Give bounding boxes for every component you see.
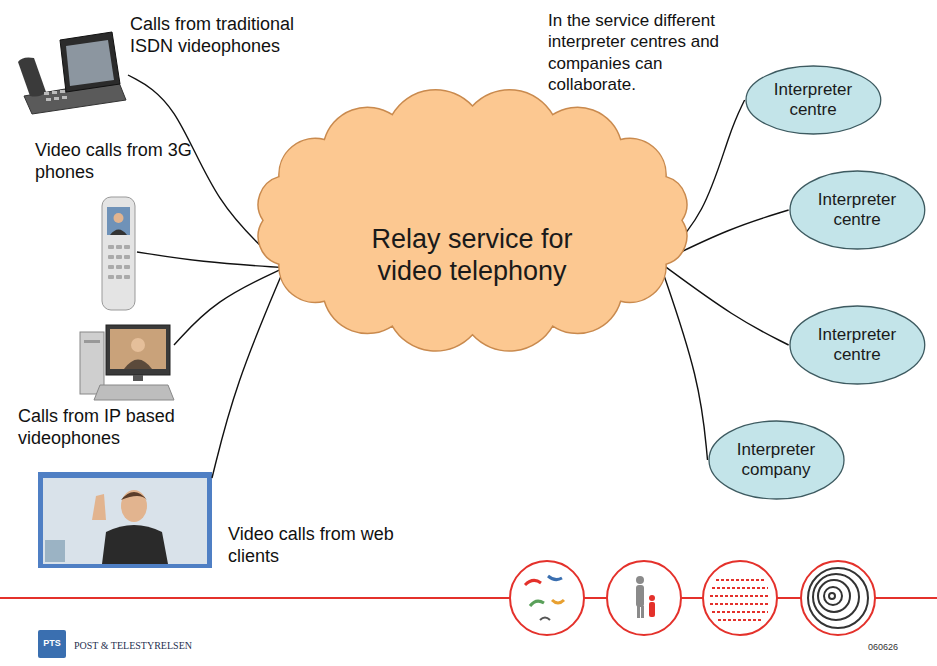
ellipse-label: Interpreter centre [766,80,861,121]
text-holder: Interpreter centre [745,65,882,135]
interpreter-ellipse: Interpreter centre [789,305,926,385]
caption-box: Calls from traditional ISDN videophones [130,14,340,57]
footer-icon [607,561,681,635]
ellipse-shape [709,421,844,499]
caption-box: Video calls from 3G phones [35,140,200,183]
interpreter-ellipse: Interpreter company [708,420,845,500]
interpreter-ellipse: Interpreter centre [745,65,882,135]
text-holder: Interpreter centre [789,170,926,250]
device-node: Video calls from 3G phones [100,195,137,312]
text-holder: Interpreter company [708,420,845,500]
device-node: Video calls from web clients [38,472,212,568]
device-node: Calls from traditional ISDN videophones [18,28,128,114]
ellipse-shape [746,66,881,134]
connector-line [660,262,708,460]
ellipse-label: Interpreter centre [810,325,905,366]
device-caption: Calls from IP based videophones [18,406,238,449]
ellipse-label: Interpreter centre [810,190,905,231]
connector-line [128,75,285,268]
ellipse-label: Interpreter company [729,440,824,481]
web-client-window [38,472,212,568]
ellipse-shape [790,171,925,249]
relay-cloud: Relay service for video telephony [245,88,700,353]
document-code: 060626 [868,643,928,652]
connector-line [660,262,789,345]
caption-box: Video calls from web clients [228,524,408,567]
cloud-shape [258,89,687,350]
ellipse-outline [745,65,882,135]
ellipse-outline [789,305,926,385]
connector-line [660,100,745,262]
cloud-outline [245,88,700,353]
ellipse-shape [790,306,925,384]
note-text: In the service different interpreter cen… [548,10,753,95]
text-holder: Relay service for video telephony [245,88,700,353]
text-holder: Interpreter centre [789,305,926,385]
footer-icon [801,561,875,635]
logo-initials: PTS [38,639,66,648]
footer-icon [703,561,777,635]
desktop-computer [80,325,174,400]
mobile-phone [102,197,135,310]
ellipse-outline [789,170,926,250]
device-caption: Calls from traditional ISDN videophones [130,14,340,57]
interpreter-ellipse: Interpreter centre [789,170,926,250]
device-node: Calls from IP based videophones [78,323,174,402]
isdn-videophone [18,32,126,114]
connector-line [660,210,789,262]
ellipse-outline [708,420,845,500]
logo-text: POST & TELESTYRELSEN [74,640,294,651]
footer-icon [510,561,584,635]
connector-line [137,252,285,268]
device-caption: Video calls from 3G phones [35,140,200,183]
connector-line [212,268,285,478]
device-caption: Video calls from web clients [228,524,408,567]
logo-emblem [38,630,66,658]
caption-box: Calls from IP based videophones [18,406,238,449]
cloud-label: Relay service for video telephony [337,223,607,288]
footer-rule [0,597,937,599]
